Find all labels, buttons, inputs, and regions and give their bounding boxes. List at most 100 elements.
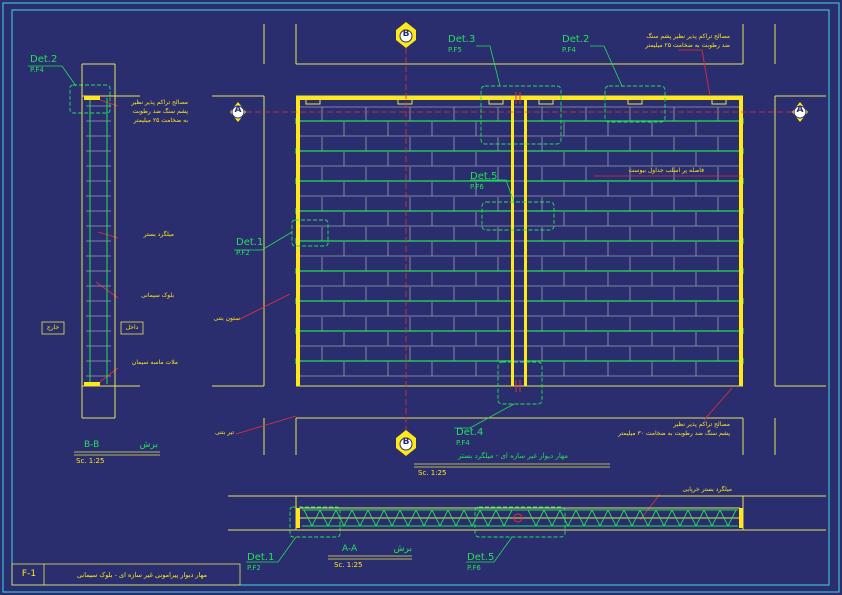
inner-border — [11, 9, 830, 586]
section-bb-title: B-B برش — [84, 440, 158, 450]
note-inside: داخل — [125, 324, 139, 331]
truss-diagonal — [607, 509, 617, 527]
truss-diagonal — [687, 509, 697, 527]
note-sealant-top: مصالح تراکم پذیر نظیر پشم سنگ ضد رطوبت ب… — [612, 32, 730, 50]
det1-bottom-name: Det.1 — [247, 552, 275, 563]
det2-top-name: Det.2 — [562, 34, 590, 45]
note-sealant-top-2: ضد رطوبت به ضخامت ۲۵ میلیمتر — [645, 42, 730, 49]
truss-diagonal — [503, 509, 513, 527]
section-bb-code: B-B — [84, 440, 100, 450]
section-bb-structure — [81, 63, 140, 419]
title-block — [11, 563, 241, 586]
det1-bottom-ref: P.F2 — [247, 564, 261, 572]
det2-top-ref: P.F4 — [562, 46, 576, 54]
truss-diagonal — [551, 509, 561, 527]
axis-bubble-b-bottom — [396, 430, 416, 456]
outside-tag-box — [41, 321, 65, 335]
truss-diagonal — [439, 509, 449, 527]
detail-boxes — [69, 84, 666, 538]
truss-diagonal — [383, 509, 393, 527]
truss-diagonal — [375, 509, 385, 527]
truss-diagonal — [583, 509, 593, 527]
truss-diagonal — [559, 509, 569, 527]
block-head-joints — [321, 107, 719, 376]
truss-diagonal — [495, 509, 505, 527]
det2-left-label: Det.2 P.F4 — [30, 55, 57, 75]
truss-diagonal — [671, 509, 681, 527]
note-leaders — [95, 49, 740, 521]
note-sealant-left-2: پشم سنگ ضد رطوبت — [132, 108, 188, 115]
truss-diagonal — [391, 509, 401, 527]
truss-diagonal — [415, 509, 425, 527]
note-sealant-bottom: مصالح تراکم پذیر نظیر پشم سنگ ضد رطوبت ب… — [612, 420, 730, 438]
det1-left-name: Det.1 — [236, 237, 264, 248]
truss-diagonal — [567, 509, 577, 527]
axis-lines — [246, 48, 800, 440]
det5-mid-ref: P.F6 — [470, 183, 484, 191]
truss-diagonal — [727, 509, 737, 527]
truss-diagonal — [695, 509, 705, 527]
det2-left-ref: P.F4 — [30, 66, 44, 74]
note-mortar: ملات ماسه سیمان — [131, 359, 178, 366]
truss-diagonal — [623, 509, 633, 527]
section-bb-mortar — [84, 382, 100, 386]
section-aa-title: A-A برش — [342, 544, 412, 554]
truss-diagonal — [447, 509, 457, 527]
truss-diagonal — [479, 509, 489, 527]
truss-diagonal — [639, 509, 649, 527]
note-rebar: میلگرد بستر — [143, 231, 174, 238]
truss-diagonal — [631, 509, 641, 527]
note-sealant-top-1: مصالح تراکم پذیر نظیر پشم سنگ — [646, 33, 730, 40]
section-bb-rebar — [89, 98, 108, 384]
main-title-scale: Sc. 1:25 — [418, 469, 447, 477]
det4-ref: P.F4 — [456, 439, 470, 447]
axis-label-a-right: A — [796, 105, 804, 115]
sheet-title: مهار دیوار پیرامونی غیر سازه ای - بلوک س… — [76, 571, 208, 579]
section-aa-strips — [296, 508, 743, 528]
truss-diagonal — [431, 509, 441, 527]
axis-bubble-a-right — [792, 102, 808, 122]
truss-diagonal — [407, 509, 417, 527]
note-sealant-bottom-1: مصالح تراکم پذیر نظیر — [673, 421, 730, 428]
note-block: بلوک سیمانی — [141, 292, 174, 299]
section-aa-word: برش — [393, 544, 412, 554]
top-anchors — [305, 95, 727, 105]
truss-diagonal — [711, 509, 721, 527]
det3-ref: P.F5 — [448, 46, 462, 54]
axis-label-b-bottom: B — [402, 437, 410, 447]
truss-diagonal — [351, 509, 361, 527]
title-underlines — [74, 451, 610, 560]
truss-diagonal — [599, 509, 609, 527]
note-sealant-bottom-2: پشم سنگ ضد رطوبت به ضخامت ۳۰ میلیمتر — [618, 430, 730, 437]
truss-diagonal — [655, 509, 665, 527]
main-title: مهار دیوار غیر سازه ای - میلگرد بستر — [458, 452, 568, 460]
truss-diagonal — [719, 509, 729, 527]
det1-bottom-label: Det.1 P.F2 — [247, 553, 274, 573]
det5-bottom-label: Det.5 P.F6 — [467, 553, 494, 573]
section-aa-code: A-A — [342, 544, 358, 554]
inside-tag-box — [120, 321, 144, 335]
note-column: ستون بتنی — [213, 315, 240, 322]
det2-top-label: Det.2 P.F4 — [562, 35, 589, 55]
section-aa-gap-mark — [513, 513, 523, 523]
truss-diagonal — [399, 509, 409, 527]
truss-diagonal — [423, 509, 433, 527]
det4-name: Det.4 — [456, 427, 484, 438]
section-bb-scale: Sc. 1:25 — [76, 457, 105, 465]
section-bb-word: برش — [139, 440, 158, 450]
truss-diagonal — [575, 509, 585, 527]
note-sealant-left: مصالح تراکم پذیر نظیر پشم سنگ ضد رطوبت ب… — [112, 98, 188, 125]
section-bb-top-strip — [84, 96, 100, 100]
note-outside: خارج — [46, 324, 60, 331]
truss-diagonal — [455, 509, 465, 527]
truss-rebar — [302, 509, 738, 527]
section-aa-structure — [228, 495, 826, 531]
axis-label-b-top: B — [402, 29, 410, 39]
axis-bubble-b-top — [396, 22, 416, 48]
truss-diagonal — [463, 509, 473, 527]
det3-name: Det.3 — [448, 34, 476, 45]
section-aa-scale: Sc. 1:25 — [334, 561, 363, 569]
truss-diagonal — [471, 509, 481, 527]
